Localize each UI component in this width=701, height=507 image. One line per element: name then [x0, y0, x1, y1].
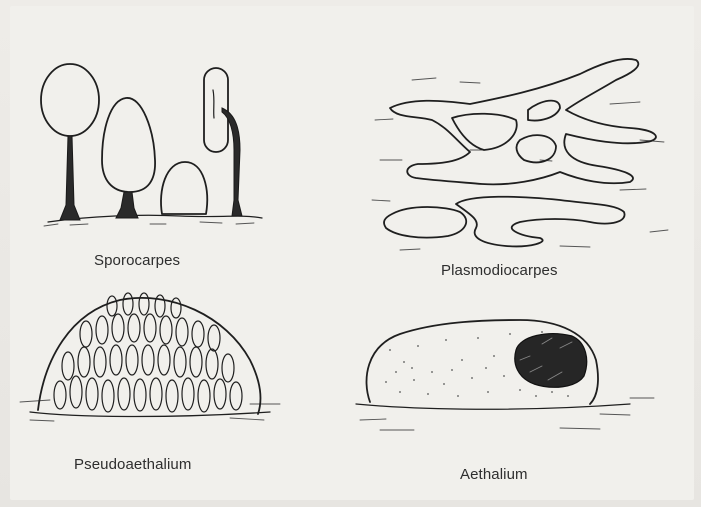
sporangium-2: [102, 98, 155, 192]
pseudoaethalium-outline: [38, 298, 260, 414]
sporocarpes-drawing: [41, 64, 262, 226]
plasmodiocarp-blob-2: [456, 197, 625, 247]
stalk-2: [116, 192, 138, 218]
sporangium-3: [161, 162, 207, 214]
plasmodiocarpes-drawing: [372, 59, 668, 250]
aethalium-spore-mass: [515, 334, 587, 388]
stalk-1: [60, 136, 80, 220]
plasmodiocarp-network: [390, 59, 656, 184]
plasmodiocarp-blob-1: [384, 207, 466, 238]
sporangium-1: [41, 64, 99, 136]
aethalium-drawing: [356, 320, 654, 430]
stalk-4: [222, 108, 242, 216]
label-aethalium: Aethalium: [460, 466, 528, 483]
label-sporocarpes: Sporocarpes: [94, 252, 180, 269]
pseudoaethalium-sporangia: [54, 293, 242, 412]
label-pseudoaethalium: Pseudoaethalium: [74, 456, 191, 473]
pseudoaethalium-drawing: [20, 293, 280, 421]
label-plasmodiocarpes: Plasmodiocarpes: [441, 262, 558, 279]
